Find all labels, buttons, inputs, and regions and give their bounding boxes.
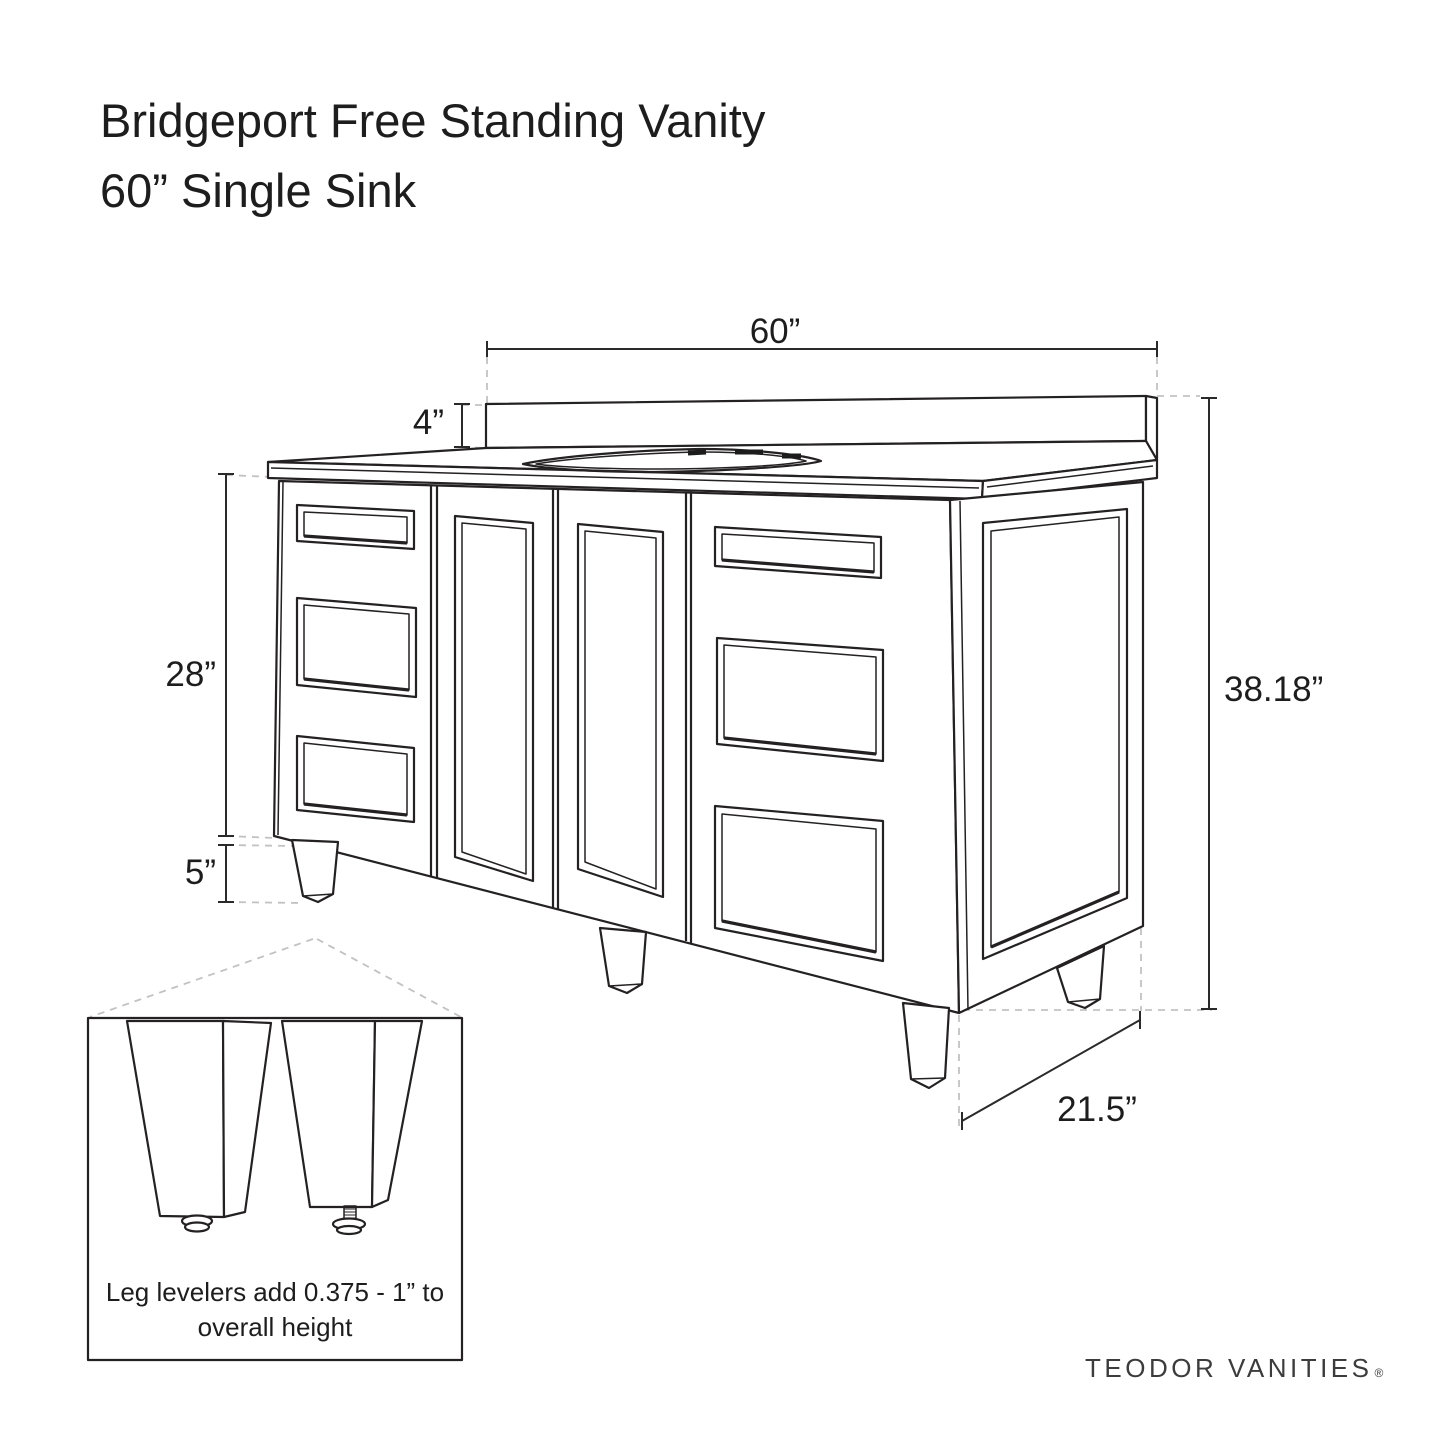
drawer-front: [713, 525, 883, 580]
sink: [521, 447, 823, 474]
side-panel-shadow: [990, 890, 1120, 949]
inset-right-leveler-base: [335, 1224, 363, 1236]
cabinet-side: [948, 480, 1145, 1015]
width-extension-dashes: [486, 357, 1200, 446]
drawer-front: [295, 596, 418, 699]
leg-detail-inset: Leg levelers add 0.375 - 1” to overall h…: [86, 1016, 464, 1362]
diagram-title: Bridgeport Free Standing Vanity 60” Sing…: [100, 86, 765, 226]
side-stile-line: [959, 500, 969, 1011]
drawer-panel-shadow: [303, 534, 408, 545]
dimension-line: [218, 844, 234, 903]
drawer-stack-right: [713, 525, 885, 963]
dim-cabinet-height-label: 28”: [165, 655, 216, 694]
drawer-stack-left: [295, 503, 418, 824]
drawer-front: [295, 503, 416, 551]
depth-extension-dashes: [950, 928, 1212, 1127]
dimension-line: [218, 473, 234, 837]
leg-detail-callout-dashes: [89, 938, 462, 1018]
dimension-line: [454, 403, 470, 448]
cabinet-doors: [453, 514, 665, 899]
dimension-backsplash-height: 4”: [413, 403, 470, 448]
door-panel-right: [576, 522, 665, 899]
backsplash-front-face: [484, 394, 1148, 450]
dim-depth-label: 21.5”: [1057, 1090, 1137, 1129]
front-right-leg-facet: [910, 1077, 946, 1080]
callout-dashed-lines: [89, 938, 462, 1018]
dim-width-label: 60”: [750, 312, 801, 351]
dim-backsplash-label: 4”: [413, 403, 444, 442]
title-line-1: Bridgeport Free Standing Vanity: [100, 94, 766, 147]
rear-right-leg-facet: [1067, 998, 1101, 1003]
dim-leg-height-label: 5”: [185, 853, 216, 892]
sink-rim: [535, 451, 807, 470]
door-panel-right-inner: [584, 530, 657, 890]
front-left-leg-facet: [302, 893, 334, 897]
front-dividers: [429, 485, 693, 943]
registered-trademark-icon: ®: [1374, 1366, 1384, 1380]
inset-bolt-threads: [344, 1208, 356, 1219]
drawer-front: [715, 636, 885, 763]
extension-dashed-lines: [225, 357, 1212, 1127]
left-stile-line: [277, 481, 284, 836]
dimension-overall-height: 38.18”: [1201, 397, 1323, 1010]
drawer-panel-shadow: [721, 919, 877, 954]
dimension-cabinet-height: 28”: [165, 473, 234, 837]
sink-outline: [521, 447, 823, 474]
front-middle-leg: [598, 926, 648, 995]
drawer-front: [713, 804, 885, 963]
backsplash-extension-dashes: [461, 404, 486, 449]
dimension-line: [961, 1011, 1141, 1130]
dimension-countertop-width: 60”: [486, 312, 1158, 357]
title-line-2: 60” Single Sink: [100, 164, 417, 217]
brand-logo: TEODOR VANITIES®: [1085, 1353, 1383, 1384]
drawer-front: [295, 734, 416, 824]
vanity-legs: [290, 838, 1106, 1090]
inset-left-leveler-base: [183, 1221, 211, 1233]
dimension-line: [1201, 397, 1217, 1010]
faucet-holes: [687, 449, 801, 459]
countertop: [266, 439, 1159, 501]
drawer-panel-shadow: [721, 558, 875, 574]
dimension-line: [486, 341, 1158, 357]
inset-right-leg-side: [370, 1019, 424, 1209]
countertop-right-edge: [980, 458, 1159, 501]
dimension-leg-height: 5”: [185, 844, 234, 903]
rear-right-leg: [1055, 944, 1106, 1010]
front-middle-leg-facet: [608, 983, 643, 987]
dimension-depth: 21.5”: [961, 1011, 1141, 1130]
drawer-panel-shadow: [303, 802, 408, 817]
front-right-leg: [901, 1001, 951, 1090]
door-panel-left-inner: [461, 522, 527, 875]
brand-logo-text: TEODOR VANITIES: [1085, 1353, 1373, 1383]
inset-caption-line-1: Leg levelers add 0.375 - 1” to: [106, 1277, 444, 1307]
drawer-panel-shadow: [303, 677, 410, 692]
dim-overall-height-label: 38.18”: [1224, 670, 1323, 709]
inset-caption-line-2: overall height: [198, 1312, 353, 1342]
cabinet-side-face: [948, 480, 1145, 1015]
inset-left-leg-side: [221, 1019, 273, 1219]
countertop-edge-detail-line: [270, 465, 1154, 489]
drawer-panel-shadow: [723, 736, 877, 756]
door-panel-left: [453, 514, 535, 883]
front-left-leg: [290, 838, 340, 904]
side-panel: [981, 507, 1129, 961]
